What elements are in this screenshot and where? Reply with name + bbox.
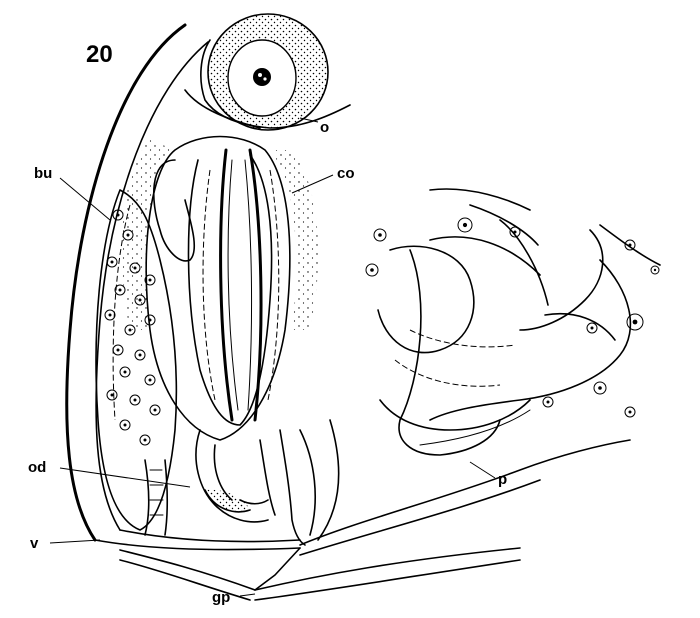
label-v: v	[30, 535, 39, 552]
bursa-cell	[112, 209, 124, 221]
gland-cell-nucleus	[628, 410, 632, 414]
bursa-cell	[106, 389, 118, 401]
gland-cell-nucleus	[653, 268, 657, 272]
label-co: co	[337, 165, 355, 182]
bursa-cell	[139, 434, 151, 446]
bursa-cell-nucleus	[133, 398, 137, 402]
bursa-cell-nucleus	[143, 438, 147, 442]
bursa-cell	[129, 394, 141, 406]
bursa-cell	[112, 344, 124, 356]
bursa-cell-nucleus	[116, 348, 120, 352]
label-od: od	[28, 459, 46, 476]
gland-cell	[509, 226, 521, 238]
copulatory-organ	[121, 135, 319, 441]
female-canal	[195, 419, 340, 546]
bursa-cell	[119, 366, 131, 378]
gland-cell	[457, 217, 473, 233]
bursa-cell-nucleus	[110, 260, 114, 264]
eye-structure	[184, 13, 351, 131]
ducts	[119, 439, 631, 601]
bursa-cell	[106, 256, 118, 268]
gland-cell	[586, 322, 598, 334]
bursa-cell-nucleus	[116, 213, 120, 217]
gland-cells	[365, 217, 660, 418]
gland-cell-nucleus	[513, 230, 517, 234]
bursa-cell	[119, 419, 131, 431]
gland-cell-nucleus	[378, 233, 382, 237]
bursa-cell-nucleus	[148, 278, 152, 282]
bursa-cell-nucleus	[123, 370, 127, 374]
gland-cell	[624, 406, 636, 418]
label-bu: bu	[34, 165, 52, 182]
gland-cell	[624, 239, 636, 251]
label-gp: gp	[212, 589, 230, 606]
oviduct	[144, 459, 169, 536]
gland-cell	[593, 381, 607, 395]
bursa-cell	[149, 404, 161, 416]
bursa-cell	[134, 349, 146, 361]
bursa-cell	[104, 309, 116, 321]
bursa-cell-nucleus	[123, 423, 127, 427]
gland-cell	[626, 313, 644, 331]
bursa-cell-nucleus	[110, 393, 114, 397]
gland-cell	[365, 263, 379, 277]
gland-cell-nucleus	[546, 400, 550, 404]
label-o: o	[320, 119, 329, 136]
body-wall	[65, 23, 301, 551]
figure-number: 20	[86, 41, 113, 68]
gland-cell-nucleus	[632, 319, 638, 325]
gland-cell-nucleus	[370, 268, 374, 272]
gland-cell	[373, 228, 387, 242]
bursa-cell-nucleus	[108, 313, 112, 317]
bursa-cell-nucleus	[153, 408, 157, 412]
gland-cell-nucleus	[628, 243, 632, 247]
gland-cell-nucleus	[590, 326, 594, 330]
bursa-cell-nucleus	[148, 378, 152, 382]
bursa-cell-nucleus	[138, 353, 142, 357]
gland-cell-nucleus	[462, 222, 468, 228]
label-leaders	[49, 117, 496, 597]
label-p: p	[498, 471, 507, 488]
gland-cell	[542, 396, 554, 408]
penis-structure	[377, 188, 661, 456]
gland-cell	[650, 265, 660, 275]
bursa-cell	[144, 374, 156, 386]
bursa-cell-nucleus	[118, 288, 122, 292]
gland-cell-nucleus	[598, 386, 602, 390]
